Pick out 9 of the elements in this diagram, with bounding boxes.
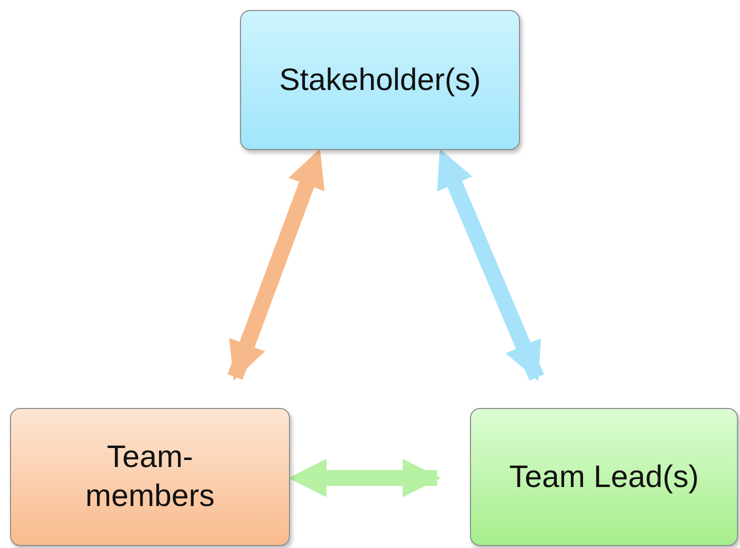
role-box: [240, 10, 520, 150]
double-arrow: [437, 148, 544, 382]
role-box: [470, 408, 738, 546]
double-arrow: [288, 458, 442, 498]
double-arrow: [228, 148, 325, 381]
role-box: [10, 408, 290, 546]
role-label: Team Lead(s): [509, 458, 699, 496]
role-label: Stakeholder(s): [279, 60, 481, 99]
role-label: Team- members: [85, 438, 215, 515]
